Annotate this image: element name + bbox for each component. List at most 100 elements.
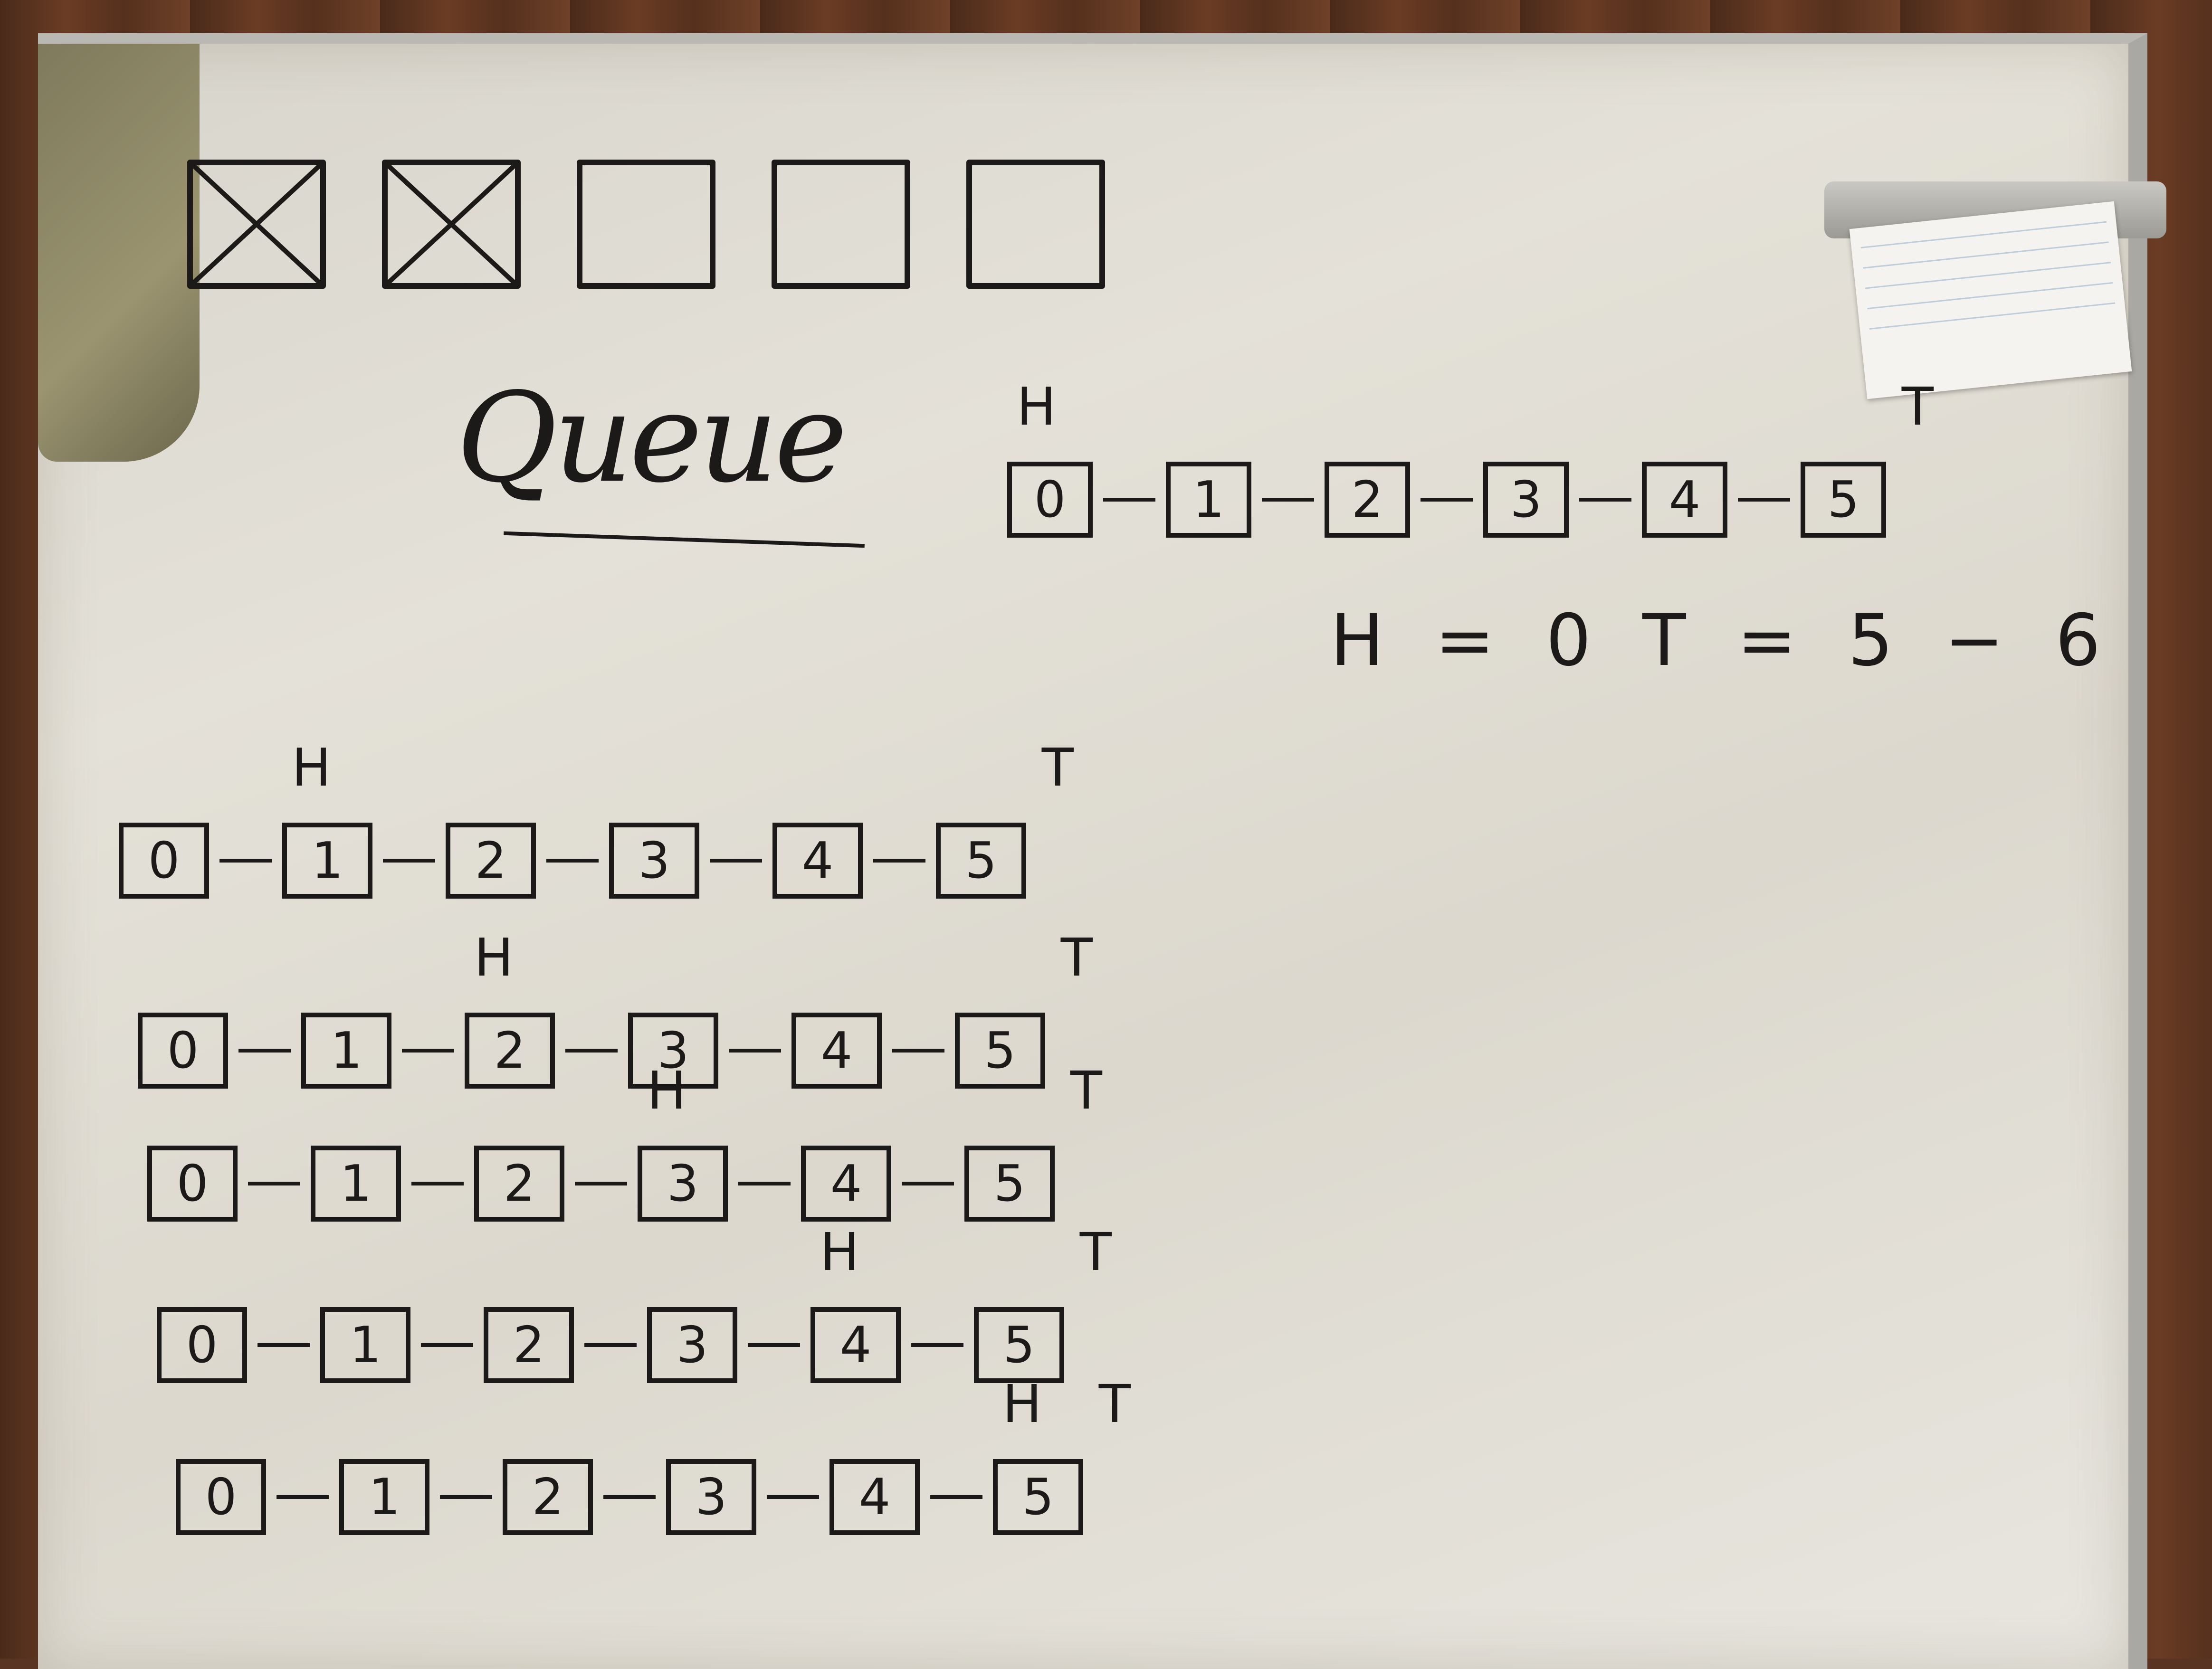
index-card [1849,201,2132,399]
header-boxes [187,160,1105,289]
node-label: 3 [657,1022,689,1080]
queue-node: 0 [119,823,209,899]
link-dash [219,859,272,863]
link-dash [440,1495,492,1499]
node-label: 4 [830,1155,862,1213]
node-label: 3 [695,1468,727,1526]
node-label: 4 [858,1468,891,1526]
node-label: 0 [167,1022,199,1080]
title-queue: Queue [456,367,848,510]
link-dash [1579,498,1631,502]
link-dash [383,859,435,863]
node-label: 3 [1510,471,1542,529]
node-label: 2 [513,1316,545,1374]
node-label: 5 [965,832,997,890]
link-dash [930,1495,982,1499]
tail-marker: T [1098,1374,1131,1434]
link-dash [902,1182,954,1185]
node-label: 1 [340,1155,372,1213]
head-marker: H [1017,376,1056,437]
link-dash [257,1343,310,1347]
link-dash [411,1182,464,1185]
link-dash [238,1049,291,1053]
node-label: 3 [638,832,670,890]
link-dash [729,1049,781,1053]
node-label: 1 [368,1468,400,1526]
cross-line [188,160,325,288]
head-marker: H [474,927,514,988]
node-label: 4 [820,1022,853,1080]
node-label: 5 [984,1022,1016,1080]
link-dash [748,1343,800,1347]
link-dash [1421,498,1473,502]
node-label: 1 [330,1022,362,1080]
queue-node: 0 [176,1459,266,1535]
node-label: 4 [1669,471,1701,529]
node-label: 2 [475,832,507,890]
queue-node: 4 [791,1013,882,1089]
node-label: 5 [1827,471,1859,529]
queue-node: 0 [147,1146,238,1222]
link-dash [1262,498,1314,502]
equation: H = 0 T = 5 − 6 [1330,599,2115,682]
link-dash [767,1495,819,1499]
node-label: 2 [1351,471,1383,529]
header-box [772,160,910,289]
queue-node: 2 [446,823,536,899]
head-marker: H [820,1222,859,1282]
node-label: 0 [205,1468,237,1526]
tail-marker: T [1070,1060,1102,1121]
header-box [382,160,521,289]
link-dash [892,1049,944,1053]
node-label: 1 [349,1316,381,1374]
cloth-towel [38,44,200,462]
head-marker: H [647,1060,686,1121]
node-label: 1 [1192,471,1225,529]
link-dash [546,859,599,863]
queue-node: 3 [1483,462,1569,538]
link-dash [565,1049,618,1053]
queue-node: 1 [1166,462,1251,538]
link-dash [911,1343,963,1347]
title-underline [504,531,865,548]
header-box [187,160,326,289]
node-label: 5 [1022,1468,1054,1526]
queue-node: 2 [503,1459,593,1535]
queue-node: 2 [484,1307,574,1383]
node-label: 0 [186,1316,218,1374]
header-box [966,160,1105,289]
cross-line [382,160,520,288]
node-label: 2 [532,1468,564,1526]
queue-node: 3 [647,1307,737,1383]
queue-node: 4 [1642,462,1727,538]
node-label: 5 [993,1155,1026,1213]
link-dash [421,1343,473,1347]
link-dash [1738,498,1790,502]
tail-marker: T [1079,1222,1112,1282]
node-label: 2 [494,1022,526,1080]
node-label: 0 [176,1155,209,1213]
head-marker: H [292,737,331,798]
link-dash [402,1049,454,1053]
queue-node: 1 [339,1459,429,1535]
link-dash [248,1182,300,1185]
link-dash [738,1182,791,1185]
node-label: 1 [311,832,343,890]
queue-node: 1 [320,1307,410,1383]
link-dash [710,859,762,863]
